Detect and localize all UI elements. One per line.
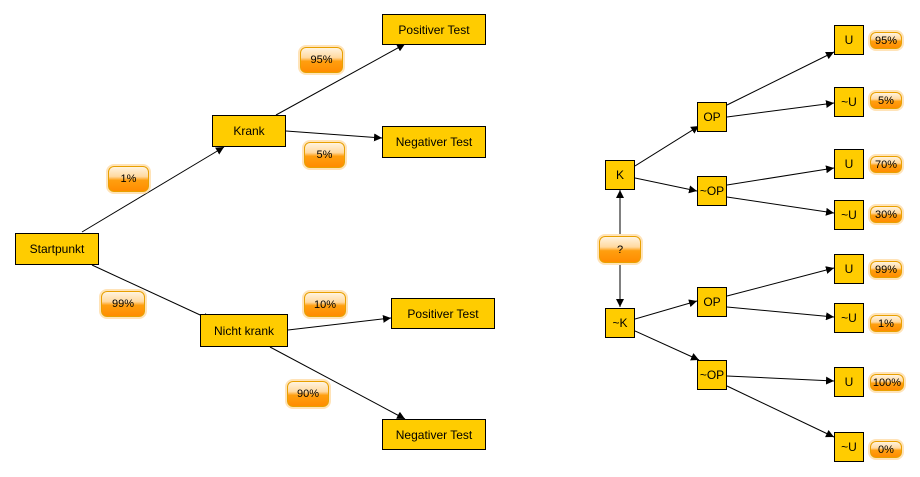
prob-krank-positiv: 95% xyxy=(300,47,343,73)
edge-nk-op-u xyxy=(726,266,835,297)
edge-krank-neg xyxy=(285,130,383,142)
node-not-k-op-not-u: ~U xyxy=(834,303,864,333)
node-k-not-op-not-u: ~U xyxy=(834,200,864,230)
edge-nk-op-nu xyxy=(726,306,835,321)
edge-start-nicht-krank xyxy=(91,264,212,321)
prob-k-not-op-not-u: 30% xyxy=(870,206,902,223)
prob-k-op-u: 95% xyxy=(870,32,902,49)
node-nicht-krank: Nicht krank xyxy=(200,314,288,347)
node-not-k-not-op: ~OP xyxy=(697,360,727,390)
edge-k-not-op xyxy=(634,177,698,194)
edge-k-op-nu xyxy=(726,100,835,118)
prob-nicht-krank-negativ: 90% xyxy=(287,381,329,407)
prob-k-not-op-u: 70% xyxy=(870,156,902,173)
node-krank: Krank xyxy=(212,115,286,147)
edge-k-nop-u xyxy=(726,165,835,186)
node-k-op: OP xyxy=(697,102,727,132)
node-k: K xyxy=(605,160,635,190)
prob-nicht-krank-positiv: 10% xyxy=(304,292,346,317)
edge-k-op xyxy=(634,125,700,167)
edge-nk-nop-u xyxy=(726,375,835,385)
prob-krank: 1% xyxy=(108,166,149,192)
node-not-k-not-op-not-u: ~U xyxy=(834,432,864,462)
prob-k-op-not-u: 5% xyxy=(870,92,902,109)
node-k-op-u: U xyxy=(834,25,864,55)
edge-krank-pos xyxy=(275,43,406,116)
prob-not-k-op-not-u: 1% xyxy=(870,315,902,332)
node-not-k-op-u: U xyxy=(834,254,864,284)
node-nicht-krank-positiver-test: Positiver Test xyxy=(391,298,495,329)
node-krank-negativer-test: Negativer Test xyxy=(382,126,486,158)
edge-k-op-u xyxy=(726,51,835,106)
prob-not-k-op-u: 99% xyxy=(870,261,902,278)
prob-not-k-not-op-u: 100% xyxy=(870,374,904,391)
prob-krank-negativ: 5% xyxy=(304,142,345,168)
edge-nk-pos xyxy=(287,314,392,331)
edge-not-k-op xyxy=(634,299,698,320)
node-not-k-not-op-u: U xyxy=(834,367,864,397)
node-startpunkt: Startpunkt xyxy=(15,233,99,265)
node-k-not-op-u: U xyxy=(834,149,864,179)
node-k-op-not-u: ~U xyxy=(834,87,864,117)
node-krank-positiver-test: Positiver Test xyxy=(382,14,486,45)
node-not-k-op: OP xyxy=(697,287,727,317)
edge-nk-neg xyxy=(269,346,406,420)
node-root-question: ? xyxy=(599,236,641,263)
edge-not-k-not-op xyxy=(634,330,700,361)
node-nicht-krank-negativer-test: Negativer Test xyxy=(382,419,486,450)
edge-nk-nop-nu xyxy=(726,385,835,438)
prob-nicht-krank: 99% xyxy=(101,291,145,317)
edge-start-krank xyxy=(81,146,225,233)
node-k-not-op: ~OP xyxy=(697,176,727,206)
prob-not-k-not-op-not-u: 0% xyxy=(870,441,902,458)
node-not-k: ~K xyxy=(605,308,635,338)
edge-k-nop-nu xyxy=(726,196,835,216)
